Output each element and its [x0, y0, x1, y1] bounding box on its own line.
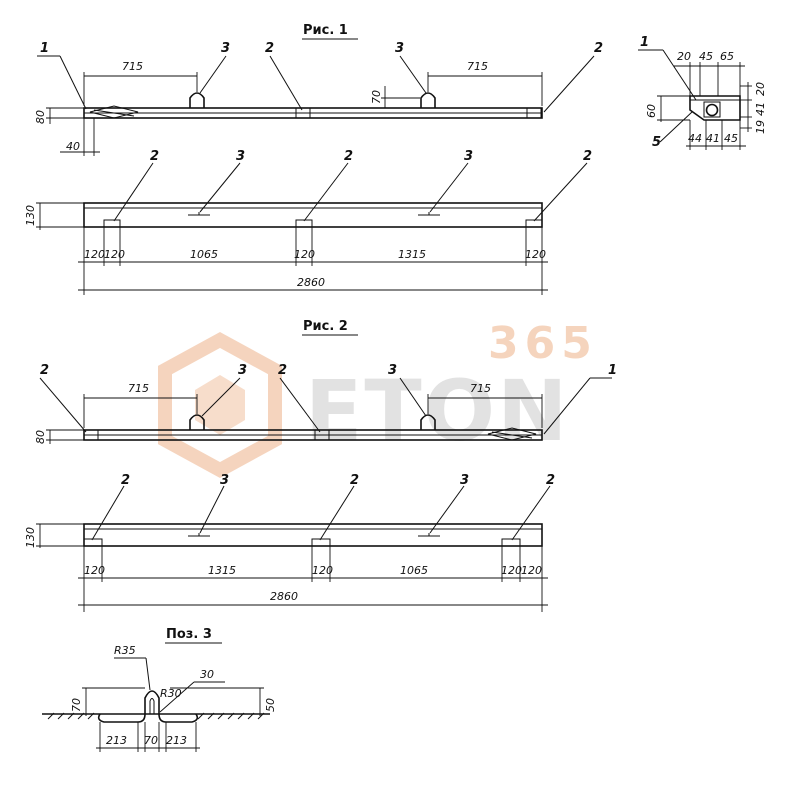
callout: 3	[221, 41, 230, 56]
callout: 2	[278, 363, 287, 378]
dimension-label: 50	[264, 698, 277, 712]
dimension-label: 213	[106, 734, 127, 747]
callout: 1	[640, 35, 649, 50]
dimension-label: 80	[34, 430, 47, 444]
watermark-number: 365	[488, 318, 598, 369]
dimension-label: 70	[370, 90, 383, 104]
dimension-label: 1065	[400, 564, 428, 577]
dimension-label: 120	[84, 564, 105, 577]
dimension-label: 70	[144, 734, 158, 747]
dimension-label: 70	[70, 698, 83, 712]
dimension-label: 45	[724, 132, 738, 145]
callout: 2	[40, 363, 49, 378]
dimension-label: 120	[525, 248, 546, 261]
figure-2: Рис. 2 2 3 2 3 1 715	[24, 319, 617, 612]
figure-2-top-view: 2 3 2 3 1 715 715 80	[34, 363, 617, 444]
dimension-label: 19	[754, 120, 767, 134]
callout: 2	[583, 149, 592, 164]
callout: 3	[220, 473, 229, 488]
detail-position-3: Поз. 3 R35 30 R30 70 50 213 70 213	[42, 627, 277, 752]
callout: 2	[594, 41, 603, 56]
dimension-label: 715	[122, 60, 143, 73]
callout: 1	[608, 363, 617, 378]
dimension-label: 1315	[398, 248, 426, 261]
watermark-logo-icon	[158, 332, 282, 478]
dimension-label: 60	[645, 104, 658, 118]
dimension-label: 130	[24, 205, 37, 226]
callout: 2	[150, 149, 159, 164]
dimension-label: 41	[754, 102, 767, 116]
callout: 3	[460, 473, 469, 488]
callout: 2	[121, 473, 130, 488]
callout: 2	[265, 41, 274, 56]
callout: 1	[40, 41, 49, 56]
dimension-label: 130	[24, 527, 37, 548]
dimension-label: 65	[720, 50, 734, 63]
callout: 3	[238, 363, 247, 378]
dimension-label: R30	[160, 687, 182, 700]
dimension-label: 715	[470, 382, 491, 395]
figure-1-title: Рис. 1	[303, 23, 348, 38]
dimension-label: 45	[699, 50, 713, 63]
detail-title: Поз. 3	[166, 627, 212, 642]
dimension-label: 1315	[208, 564, 236, 577]
callout: 5	[652, 135, 661, 150]
watermark-name: ETON	[305, 362, 569, 460]
dimension-label: 120	[521, 564, 542, 577]
figure-2-title: Рис. 2	[303, 319, 348, 334]
dimension-label: 120	[501, 564, 522, 577]
dimension-label: 120	[104, 248, 125, 261]
dimension-label: 120	[294, 248, 315, 261]
dimension-label: 2860	[270, 590, 298, 603]
callout: 2	[546, 473, 555, 488]
callout: 3	[464, 149, 473, 164]
cross-section: 1 5 20 45 65 20 41 19 60 44 41 45	[638, 35, 767, 150]
dimension-label: 213	[166, 734, 187, 747]
dimension-label: 20	[677, 50, 691, 63]
dimension-label: 715	[467, 60, 488, 73]
dimension-label: 120	[84, 248, 105, 261]
figure-1-side-view: 2 3 2 3 2 130 120 120 1065 120 1315 120 …	[24, 149, 592, 295]
callout: 3	[395, 41, 404, 56]
dimension-label: 30	[200, 668, 214, 681]
dimension-label: 41	[706, 132, 720, 145]
dimension-label: 2860	[297, 276, 325, 289]
dimension-label: 20	[754, 82, 767, 96]
dimension-label: 44	[688, 132, 702, 145]
dimension-label: 40	[66, 140, 80, 153]
callout: 2	[344, 149, 353, 164]
figure-2-side-view: 2 3 2 3 2 130 120 1315 120 1065 120 120 …	[24, 473, 555, 612]
dimension-label: 120	[312, 564, 333, 577]
callout: 3	[388, 363, 397, 378]
dimension-label: 715	[128, 382, 149, 395]
dimension-label: R35	[114, 644, 136, 657]
callout: 3	[236, 149, 245, 164]
figure-1-top-view: 1 3 2 3 2 715 715 70 80 40	[34, 41, 603, 156]
watermark: 365 ETON	[158, 318, 598, 478]
callout: 2	[350, 473, 359, 488]
dimension-label: 1065	[190, 248, 218, 261]
dimension-label: 80	[34, 110, 47, 124]
figure-1: Рис. 1 1 3	[24, 23, 603, 295]
